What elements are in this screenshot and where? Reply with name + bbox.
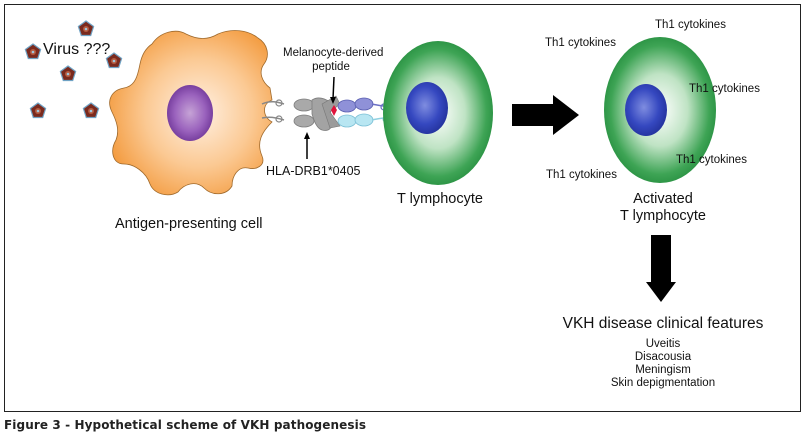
clinical-features-title: VKH disease clinical features: [562, 315, 764, 332]
clinical-feature-item: Meningism: [635, 364, 691, 376]
virus-icon: [59, 65, 77, 82]
antigen-presenting-cell: [109, 30, 273, 196]
apc-label: Antigen-presenting cell: [115, 216, 263, 232]
peptide-marker: [331, 105, 337, 116]
activated-t-lymphocyte-cell: [604, 37, 716, 183]
cytokine-label: Th1 cytokines: [689, 83, 760, 95]
hla-label: HLA-DRB1*0405: [266, 164, 361, 178]
apc-nucleus: [167, 85, 213, 141]
t-lymphocyte-cell: [383, 41, 493, 185]
clinical-feature-item: Uveitis: [645, 338, 681, 350]
clinical-features-list: Uveitis Disacousia Meningism Skin depigm…: [580, 338, 746, 390]
activated-t-lymphocyte-label: Activated T lymphocyte: [600, 191, 726, 225]
t-lymphocyte-nucleus: [406, 82, 448, 134]
figure-caption: Figure 3 - Hypothetical scheme of VKH pa…: [4, 418, 367, 432]
down-arrow-icon: [646, 235, 676, 302]
virus-icon: [77, 20, 95, 37]
virus-label: Virus ???: [43, 41, 111, 58]
cytokine-label: Th1 cytokines: [655, 19, 726, 31]
activated-label-line1: Activated: [633, 191, 693, 207]
clinical-feature-item: Skin depigmentation: [610, 377, 716, 389]
cytokine-label: Th1 cytokines: [545, 37, 616, 49]
virus-icon: [29, 102, 47, 119]
peptide-label-line1: Melanocyte-derived: [283, 47, 384, 59]
virus-particles: [24, 20, 123, 119]
clinical-feature-item: Disacousia: [634, 351, 692, 363]
figure-frame: [4, 4, 801, 412]
activated-label-line2: T lymphocyte: [620, 208, 706, 224]
peptide-label-line2: peptide: [312, 61, 350, 73]
virus-icon: [82, 102, 100, 119]
t-lymphocyte-label: T lymphocyte: [397, 191, 483, 207]
activated-t-lymphocyte-nucleus: [625, 84, 667, 136]
cytokine-label: Th1 cytokines: [676, 154, 747, 166]
cytokine-label: Th1 cytokines: [546, 169, 617, 181]
virus-icon: [24, 43, 42, 60]
hla-tcr-complex: [261, 76, 399, 159]
right-arrow-icon: [512, 95, 579, 135]
peptide-label: Melanocyte-derived peptide: [283, 46, 384, 74]
